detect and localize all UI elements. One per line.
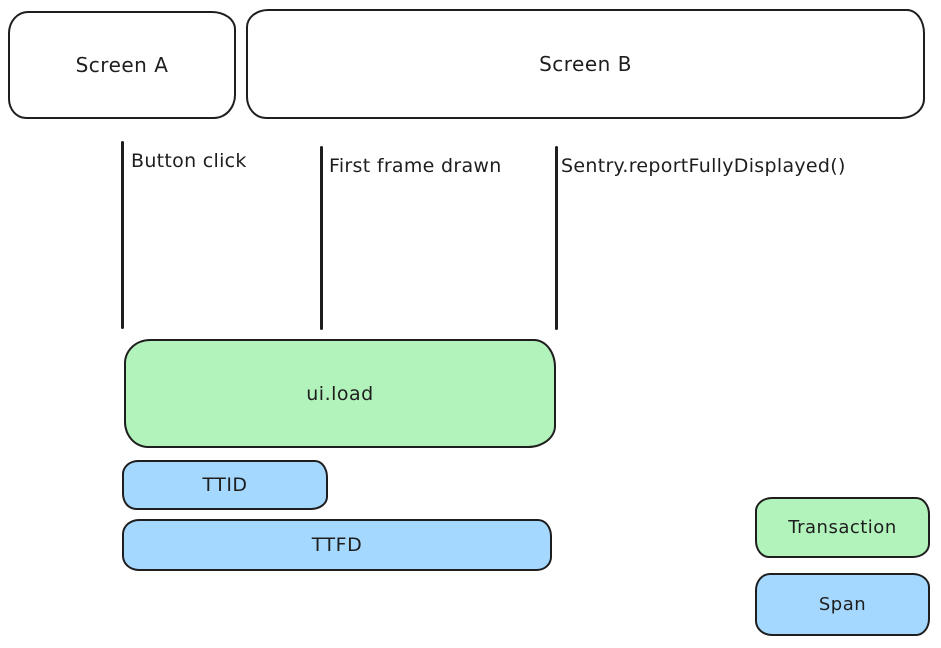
- ttid-span-bar: TTID: [122, 460, 328, 510]
- legend-transaction-label: Transaction: [788, 517, 897, 538]
- ttid-span-label: TTID: [202, 474, 248, 496]
- first-frame-drawn-event-line: [320, 146, 323, 330]
- ui-load-transaction-label: ui.load: [306, 382, 374, 405]
- button-click-event-label: Button click: [131, 150, 247, 172]
- screen-b-label: Screen B: [539, 52, 632, 76]
- first-frame-drawn-event-label: First frame drawn: [329, 155, 502, 177]
- ttfd-span-label: TTFD: [311, 534, 363, 556]
- legend-span-label: Span: [818, 594, 867, 615]
- button-click-event-line: [121, 141, 124, 329]
- screen-a-box: Screen A: [8, 11, 236, 119]
- legend-span-box: Span: [755, 573, 930, 636]
- ui-load-transaction-bar: ui.load: [124, 339, 556, 448]
- report-fully-displayed-event-line: [555, 146, 558, 330]
- screen-a-label: Screen A: [75, 53, 169, 77]
- report-fully-displayed-event-label: Sentry.reportFullyDisplayed(): [561, 155, 846, 177]
- screen-b-box: Screen B: [246, 9, 925, 119]
- legend-transaction-box: Transaction: [755, 497, 930, 558]
- ttfd-span-bar: TTFD: [122, 519, 552, 571]
